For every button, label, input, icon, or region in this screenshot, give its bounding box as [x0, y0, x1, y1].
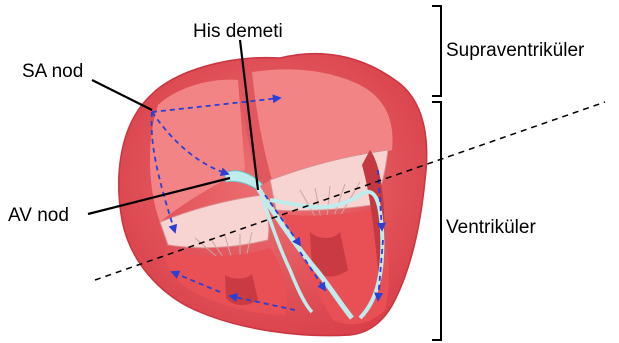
supraventricular-bracket: [432, 6, 441, 96]
his-bundle-label: His demeti: [193, 22, 283, 41]
sa-leader-line: [92, 80, 152, 110]
ventricular-bracket: [432, 102, 441, 340]
av-node-label: AV nod: [8, 206, 69, 225]
sa-node-label: SA nod: [22, 62, 83, 81]
ventricular-label: Ventriküler: [446, 218, 536, 237]
supraventricular-label: Supraventriküler: [446, 41, 584, 60]
papillary-muscle-right: [225, 274, 258, 305]
